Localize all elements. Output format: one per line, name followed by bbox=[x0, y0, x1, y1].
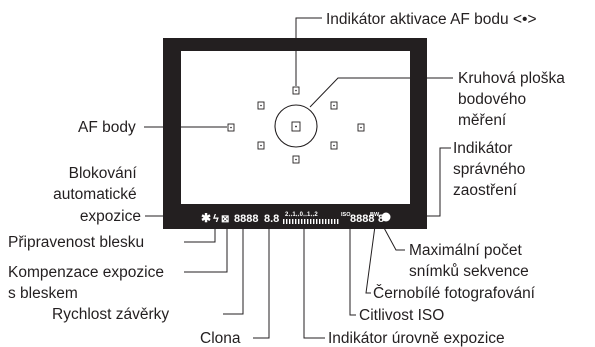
label-flash-ready: Připravenost blesku bbox=[8, 234, 144, 251]
leader-spot-circle bbox=[309, 77, 453, 108]
label-ae-lock: Blokování automatické expozice bbox=[53, 165, 141, 225]
af-points bbox=[227, 86, 365, 164]
callout-labels: Indikátor aktivace AF bodu <•> Kruhová p… bbox=[8, 11, 569, 347]
label-af-points: AF body bbox=[78, 119, 136, 136]
flash-ready-indicator: ϟ bbox=[213, 213, 219, 225]
leader-af-activation bbox=[295, 17, 322, 86]
leader-aperture bbox=[253, 224, 270, 339]
iso-prefix: ISO bbox=[341, 212, 351, 218]
fec-indicator: ⊠ bbox=[221, 214, 229, 225]
af-point-dots bbox=[230, 89, 362, 161]
label-aperture: Clona bbox=[200, 330, 241, 347]
label-shutter: Rychlost závěrky bbox=[52, 306, 169, 323]
leader-exposure-level bbox=[303, 226, 325, 339]
spot-metering-circle bbox=[274, 104, 318, 148]
leader-lines bbox=[144, 17, 453, 339]
leader-iso bbox=[349, 226, 356, 316]
leader-fec bbox=[184, 224, 228, 273]
label-fec: Kompenzace expozice s bleskem bbox=[8, 264, 168, 302]
leader-monochrome bbox=[365, 225, 376, 294]
leader-focus-confirm bbox=[392, 147, 451, 217]
label-iso: Citlivost ISO bbox=[359, 307, 444, 324]
aperture-digits: 8.8 bbox=[264, 213, 279, 225]
exposure-scale-numbers: 2‥1‥0‥1‥2 bbox=[285, 212, 318, 218]
shutter-speed-digits: 8888 bbox=[234, 213, 258, 225]
label-max-burst: Maximální počet snímků sekvence bbox=[409, 242, 529, 280]
viewfinder-body bbox=[163, 38, 427, 229]
leader-shutter bbox=[223, 224, 244, 315]
iso-digits: 8888 bbox=[350, 213, 374, 225]
label-af-activation: Indikátor aktivace AF bodu <•> bbox=[326, 11, 537, 28]
ae-lock-indicator: ✱ bbox=[201, 211, 211, 225]
label-focus-confirm: Indikátor správného zaostření bbox=[453, 140, 530, 199]
focus-confirmation-dot bbox=[381, 212, 391, 222]
label-spot-circle: Kruhová ploška bodového měření bbox=[458, 70, 569, 129]
label-exposure-level: Indikátor úrovně expozice bbox=[328, 330, 505, 347]
leader-max-burst bbox=[382, 225, 405, 251]
label-monochrome: Černobílé fotografování bbox=[373, 285, 536, 302]
leader-flash-ready bbox=[184, 224, 216, 243]
monochrome-indicator: BW bbox=[370, 212, 380, 218]
viewfinder-frame bbox=[163, 38, 427, 229]
max-burst-digit: 8 bbox=[378, 213, 384, 225]
exposure-level-bars bbox=[283, 219, 339, 224]
viewfinder-info-bar: ✱ ϟ ⊠ 8888 8.8 2‥1‥0‥1‥2 ISO 8888 BW 8 bbox=[201, 211, 391, 225]
